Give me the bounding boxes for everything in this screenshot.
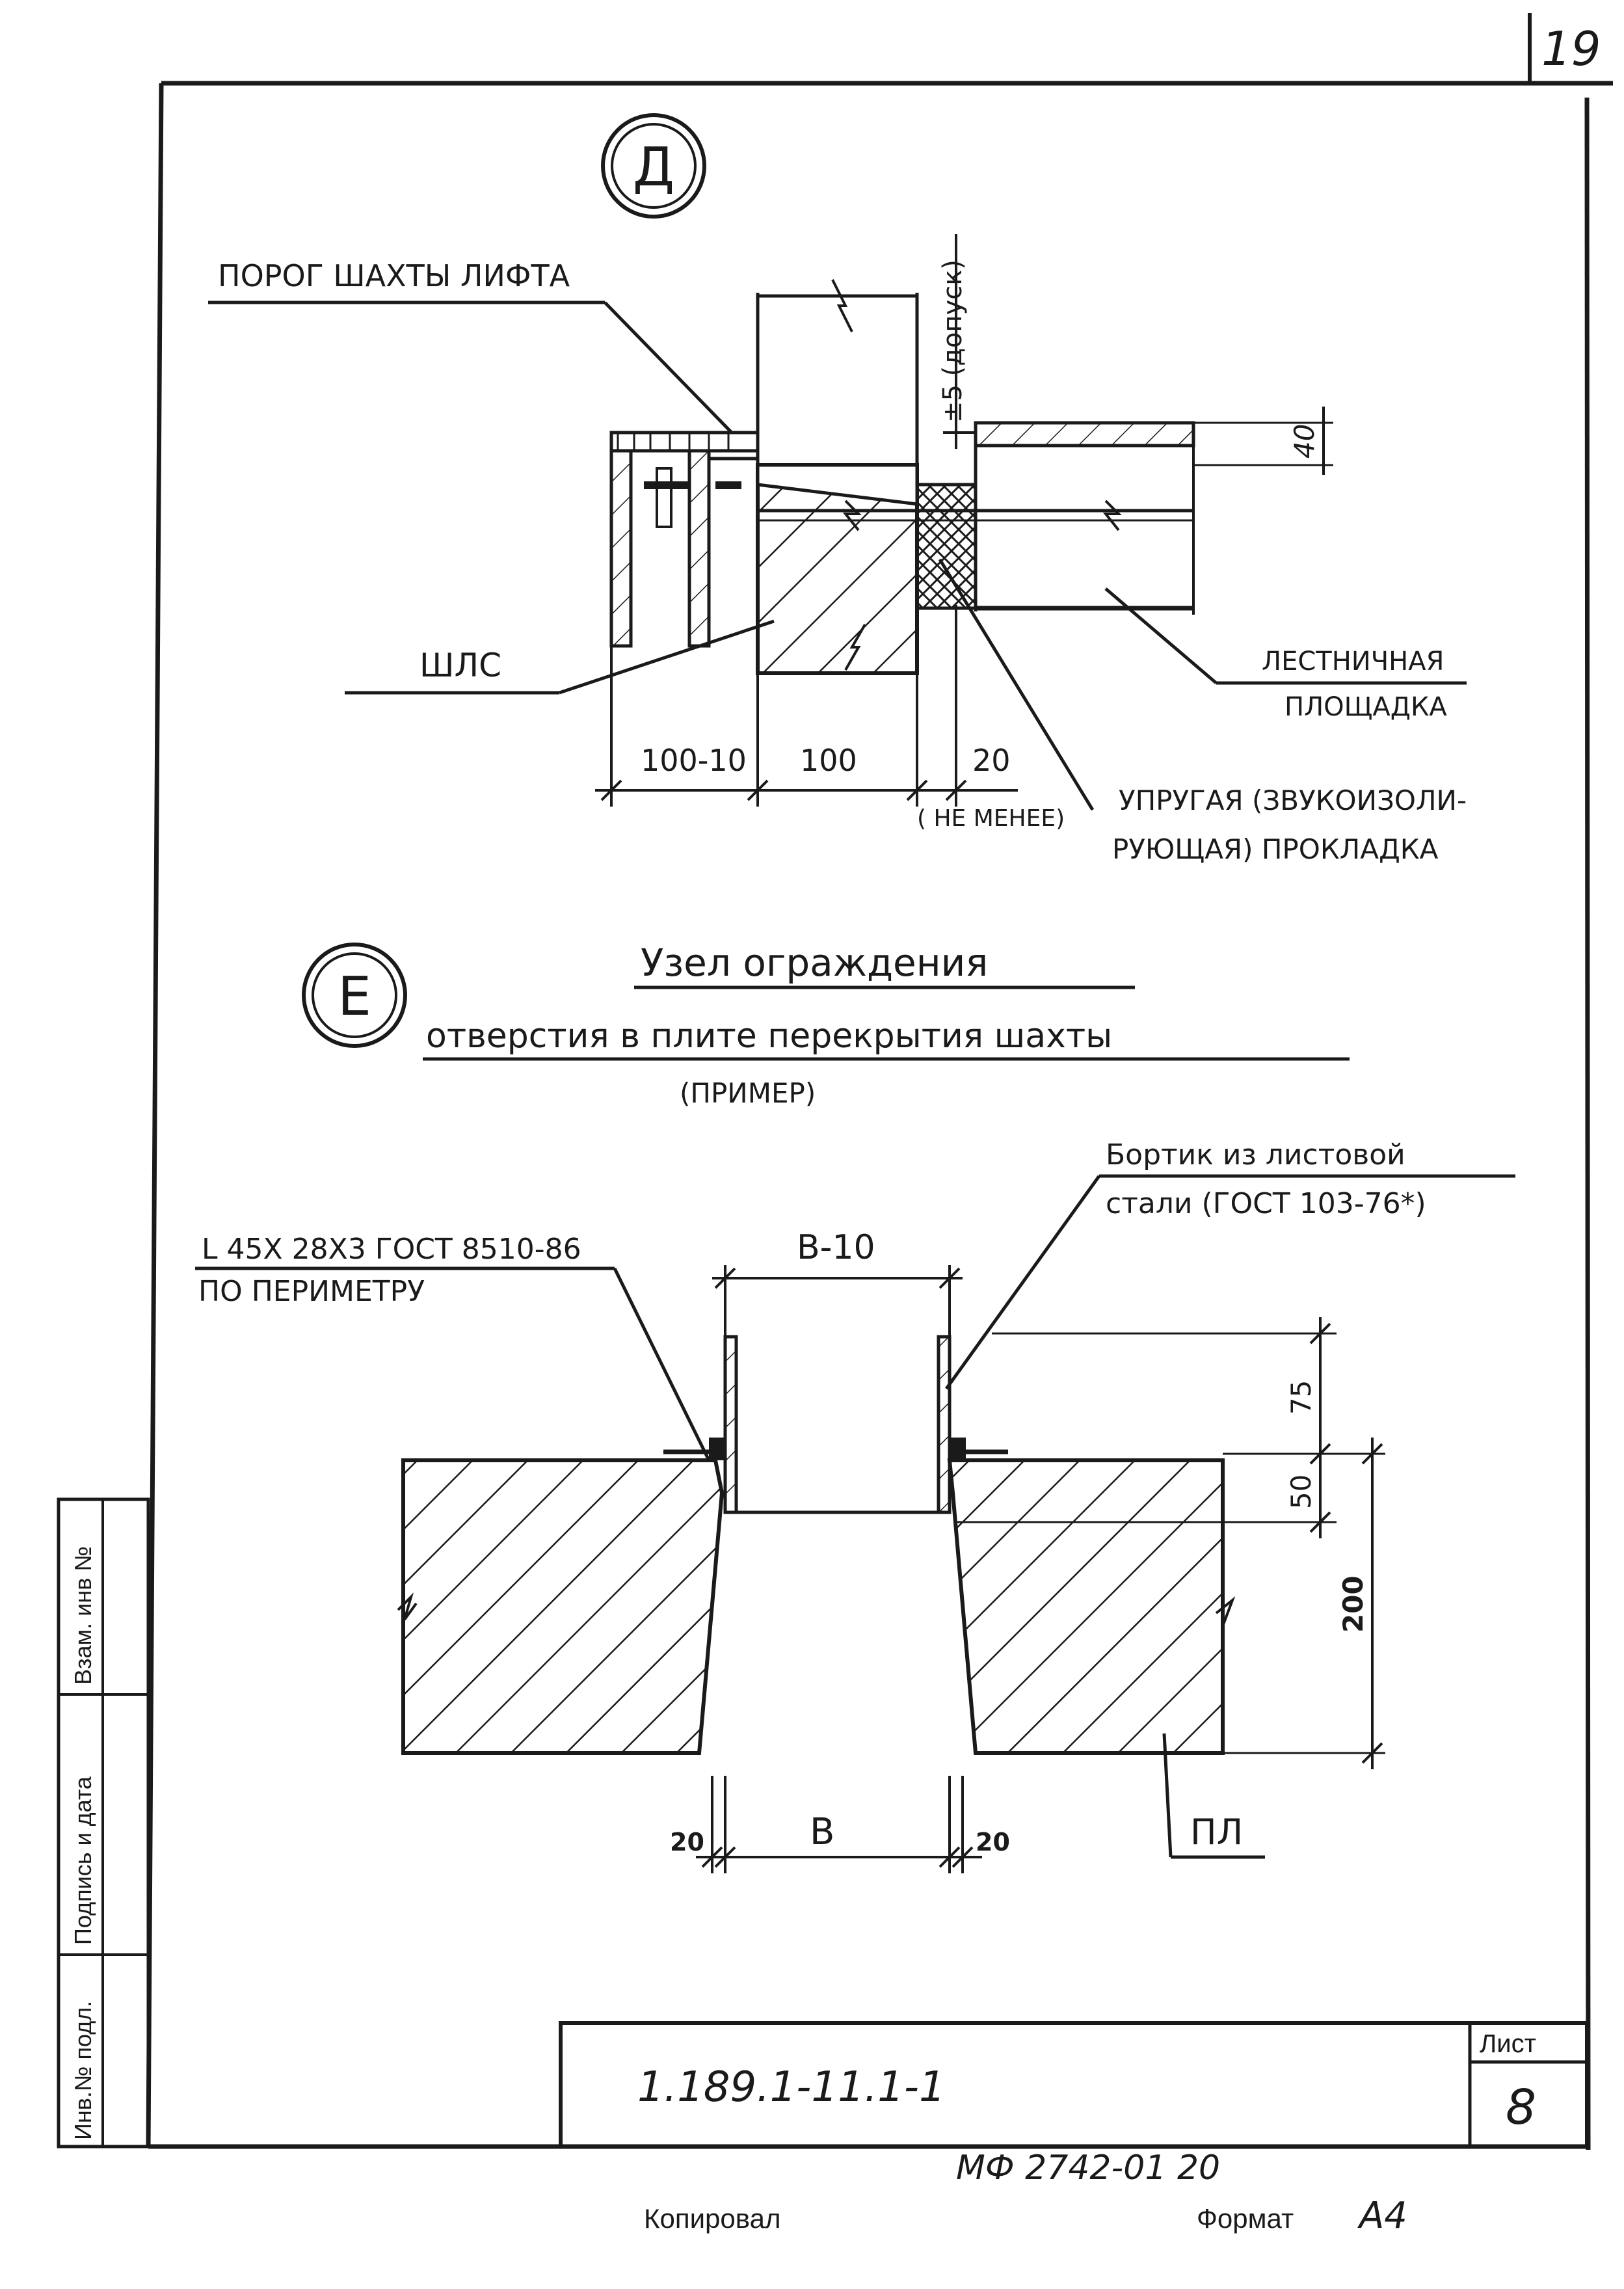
node-d-bottom-dimensions <box>595 442 1018 807</box>
label-pl: ПЛ <box>1190 1812 1243 1853</box>
dim-100: 100 <box>800 743 857 778</box>
node-e-right-dimensions <box>956 1317 1385 1769</box>
landing-leader <box>1104 587 1467 685</box>
label-shas: ШЛС <box>419 647 501 684</box>
side-stamp-col3: Взам. инв № <box>70 1546 96 1685</box>
doc-code: 1.189.1-11.1-1 <box>637 2063 946 2111</box>
node-e-bottom-dimensions <box>696 1776 982 1873</box>
label-angle-line1: L 45X 28X3 ГОСТ 8510-86 <box>202 1233 581 1266</box>
dim-b: B <box>810 1811 834 1853</box>
side-stamp-col2: Подпись и дата <box>70 1776 96 1945</box>
threshold-leader <box>208 301 733 434</box>
dim-100-10: 100-10 <box>641 743 747 778</box>
format-value: А4 <box>1357 2195 1407 2237</box>
dim-20-left: 20 <box>670 1828 704 1856</box>
shas-leader <box>345 619 775 695</box>
node-e-marker <box>302 943 407 1048</box>
gasket-leader <box>938 558 1095 811</box>
border-leader <box>944 1175 1101 1390</box>
dim-20: 20 <box>972 743 1011 778</box>
label-lift-threshold: ПОРОГ ШАХТЫ ЛИФТА <box>218 258 570 293</box>
sheet-label: Лист <box>1480 2029 1536 2058</box>
node-e-marker-letter: Е <box>338 966 371 1028</box>
side-stamp-col1: Инв.№ подл. <box>70 2001 96 2140</box>
label-angle-line2: ПО ПЕРИМЕТРУ <box>198 1275 425 1308</box>
steel-border <box>663 1335 1008 1514</box>
label-tolerance: ±5 (допуск) <box>938 260 968 423</box>
order-number: МФ 2742-01 20 <box>956 2148 1220 2188</box>
dim-200: 200 <box>1337 1575 1369 1633</box>
side-stamp: Инв.№ подл. Подпись и дата Взам. инв № <box>57 1497 150 2148</box>
elastic-gasket <box>915 483 978 610</box>
dim-75: 75 <box>1285 1380 1317 1415</box>
label-border-line2: стали (ГОСТ 103-76*) <box>1106 1187 1426 1220</box>
dim-not-less: ( НЕ МЕНЕЕ) <box>917 805 1065 832</box>
label-border-line1: Бортик из листовой <box>1106 1138 1405 1171</box>
label-landing-line2: ПЛОЩАДКА <box>1285 692 1447 722</box>
copied-label: Копировал <box>644 2203 780 2234</box>
angle-leader <box>195 1266 711 1462</box>
node-e-title-line1: Узел ограждения <box>641 941 988 985</box>
node-d-marker <box>601 113 706 219</box>
sheet-number: 8 <box>1506 2080 1536 2135</box>
dim-20-right: 20 <box>976 1828 1010 1856</box>
label-gasket-line2: РУЮЩАЯ) ПРОКЛАДКА <box>1112 833 1439 865</box>
dim-40: 40 <box>1288 424 1320 459</box>
dim-b-minus-10-line <box>712 1265 963 1337</box>
dim-b-minus-10: B-10 <box>797 1228 875 1267</box>
label-gasket-line1: УПРУГАЯ (ЗВУКОИЗОЛИ- <box>1119 784 1467 816</box>
dim-40-line <box>1193 407 1333 475</box>
title-block <box>559 2021 1589 2148</box>
node-e-title-line2: отверстия в плите перекрытия шахты <box>426 1017 1112 1056</box>
sheet-frame <box>146 13 1613 2150</box>
pl-leader <box>1162 1733 1265 1859</box>
floor-slab-section <box>397 1458 1236 1755</box>
sheet-corner-number: 19 <box>1541 21 1601 76</box>
format-label: Формат <box>1197 2203 1294 2234</box>
label-landing-line1: ЛЕСТНИЧНАЯ <box>1262 647 1444 676</box>
shaft-wall-section <box>756 279 919 675</box>
node-d-marker-letter: Д <box>633 137 674 198</box>
dim-50: 50 <box>1285 1475 1317 1509</box>
threshold-steel <box>609 431 760 648</box>
tolerance-dimension <box>943 234 976 449</box>
node-e-title-line3: (ПРИМЕР) <box>680 1077 816 1109</box>
